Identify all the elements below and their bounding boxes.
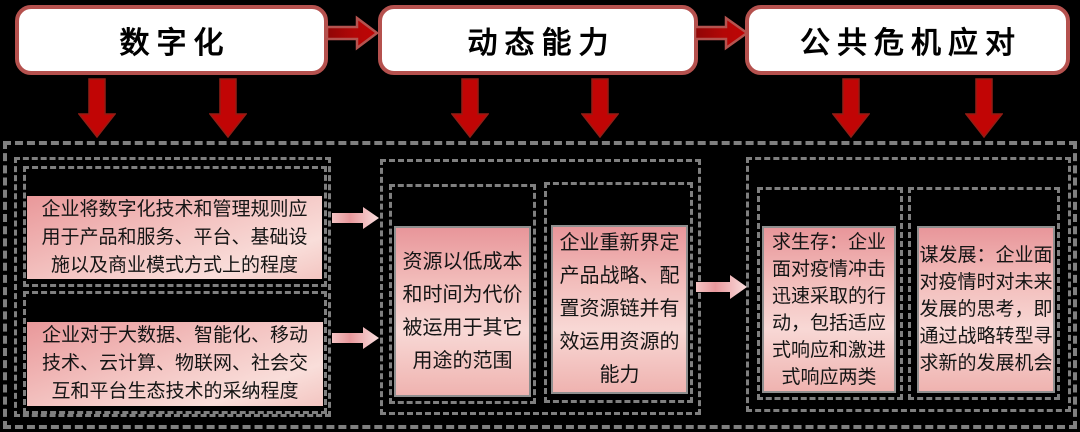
node-dynamic-capability-label: 动态能力 (467, 27, 616, 60)
node-dynamic-capability: 动态能力 (378, 5, 698, 75)
node-public-crisis-response: 公共危机应对 (745, 5, 1070, 75)
arrow-pink-middle-to-right-icon (696, 275, 747, 299)
arrow-dynamic-to-crisis-icon (694, 15, 750, 51)
arrow-down-crisis-1-icon (832, 78, 870, 138)
textbox-survival-response-text: 求生存：企业面对疫情冲击迅速采取的行动，包括适应式响应和激进式响应两类 (771, 231, 886, 388)
textbox-survival-response: 求生存：企业面对疫情冲击迅速采取的行动，包括适应式响应和激进式响应两类 (762, 226, 896, 393)
section-digitalization-frame (14, 157, 331, 417)
arrow-down-digitalization-1-icon (78, 78, 116, 138)
subframe-crisis-1 (757, 187, 903, 400)
node-public-crisis-response-label: 公共危机应对 (800, 27, 1022, 60)
arrow-down-digitalization-2-icon (209, 78, 247, 138)
node-digitalization: 数字化 (15, 5, 328, 75)
textbox-resource-flexibility: 资源以低成本和时间为代价被运用于其它用途的范围 (394, 226, 531, 397)
node-digitalization-label: 数字化 (119, 27, 231, 60)
textbox-resource-reconfiguration-text: 企业重新界定产品战略、配置资源链并有效运用资源的能力 (559, 232, 680, 386)
subframe-digitalization-2 (23, 291, 327, 414)
textbox-development-response: 谋发展：企业面对疫情时对未来发展的思考，即通过战略转型寻求新的发展机会 (917, 226, 1055, 393)
textbox-digitalization-adoption: 企业对于大数据、智能化、移动技术、云计算、物联网、社会交互和平台生态技术的采纳程… (27, 322, 323, 406)
subframe-dynamic-2 (544, 182, 693, 403)
textbox-digitalization-application: 企业将数字化技术和管理规则应用于产品和服务、平台、基础设施以及商业模式方式上的程… (27, 196, 322, 279)
arrow-down-dynamic-1-icon (451, 78, 489, 138)
arrow-down-crisis-2-icon (965, 78, 1003, 138)
textbox-digitalization-adoption-text: 企业对于大数据、智能化、移动技术、云计算、物联网、社会交互和平台生态技术的采纳程… (41, 325, 308, 402)
arrow-pink-left-to-middle-1-icon (332, 207, 379, 229)
textbox-resource-flexibility-text: 资源以低成本和时间为代价被运用于其它用途的范围 (402, 250, 523, 372)
textbox-digitalization-application-text: 企业将数字化技术和管理规则应用于产品和服务、平台、基础设施以及商业模式方式上的程… (41, 198, 308, 276)
subframe-dynamic-1 (389, 184, 536, 404)
arrow-digitalization-to-dynamic-icon (326, 15, 380, 51)
arrow-pink-left-to-middle-2-icon (332, 327, 379, 349)
outer-dashed-frame (3, 141, 1077, 429)
arrow-down-dynamic-2-icon (581, 78, 619, 138)
subframe-crisis-2 (908, 187, 1060, 400)
textbox-resource-reconfiguration: 企业重新界定产品战略、配置资源链并有效运用资源的能力 (551, 225, 688, 394)
subframe-digitalization-1 (23, 166, 327, 287)
textbox-development-response-text: 谋发展：企业面对疫情时对未来发展的思考，即通过战略转型寻求新的发展机会 (919, 245, 1053, 374)
section-crisis-response-frame (746, 157, 1071, 412)
